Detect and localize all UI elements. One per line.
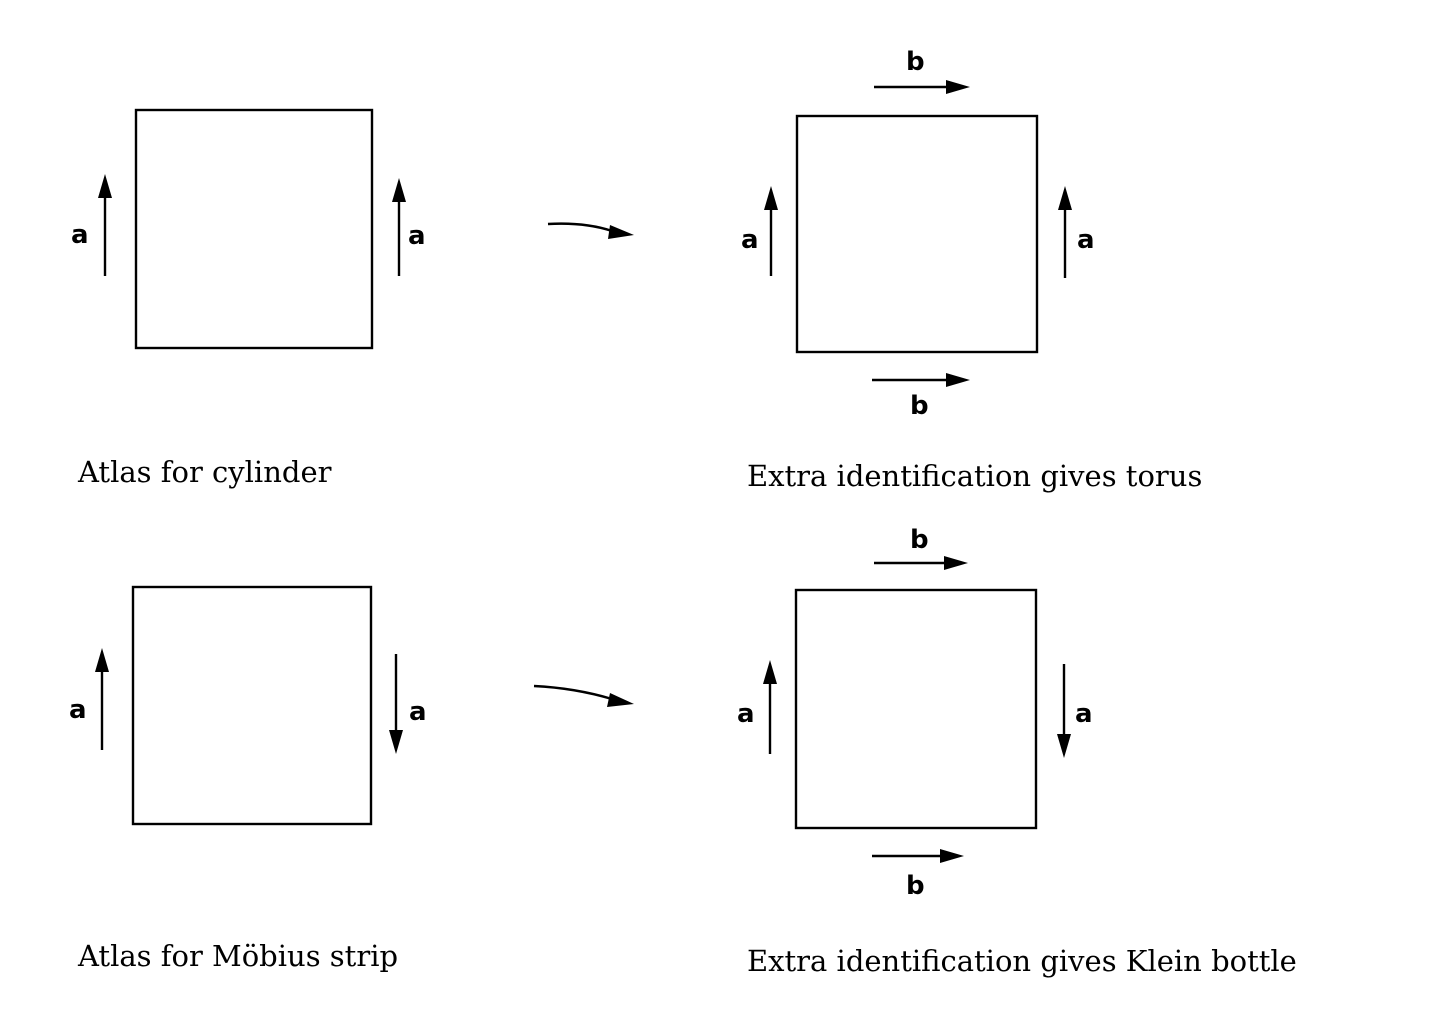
mobius-right-label-a: a — [409, 697, 427, 727]
torus-bottom-arrow-right — [872, 373, 970, 387]
mobius-left-label-a: a — [69, 695, 87, 725]
klein-left-label-a: a — [737, 699, 755, 729]
torus-right-label-a: a — [1077, 225, 1095, 255]
mobius-left-arrow-up — [95, 648, 109, 750]
panel-cylinder: a a Atlas for cylinder — [71, 108, 426, 489]
caption-torus: Extra identification gives torus — [747, 459, 1202, 493]
klein-bottom-arrow-right — [872, 849, 964, 863]
caption-cylinder: Atlas for cylinder — [77, 455, 332, 489]
torus-square — [795, 114, 1039, 354]
cylinder-left-arrow-up — [98, 174, 112, 276]
klein-square — [794, 588, 1038, 830]
klein-left-arrow-up — [763, 660, 777, 754]
torus-left-arrow-up — [764, 186, 778, 276]
panel-mobius: a a Atlas for Möbius strip — [69, 585, 427, 973]
cylinder-square — [134, 108, 374, 350]
torus-bottom-label-b: b — [910, 391, 929, 421]
torus-top-arrow-right — [874, 80, 970, 94]
cylinder-left-label-a: a — [71, 220, 89, 250]
cylinder-right-label-a: a — [408, 221, 426, 251]
torus-left-label-a: a — [741, 225, 759, 255]
torus-top-label-b: b — [906, 47, 925, 77]
transition-arrow-top — [547, 222, 634, 239]
klein-right-arrow-down — [1057, 664, 1071, 758]
klein-bottom-label-b: b — [906, 871, 925, 901]
caption-mobius: Atlas for Möbius strip — [77, 939, 398, 973]
transition-arrow-bottom — [533, 684, 634, 707]
mobius-square — [131, 585, 373, 826]
caption-klein: Extra identification gives Klein bottle — [747, 944, 1297, 978]
panel-klein: b b a a Extra identification gives Klein… — [737, 525, 1297, 978]
klein-top-label-b: b — [910, 525, 929, 555]
klein-top-arrow-right — [874, 556, 968, 570]
panel-torus: b b a a Extra identification gives torus — [741, 47, 1202, 493]
torus-right-arrow-up — [1058, 186, 1072, 278]
mobius-right-arrow-down — [389, 654, 403, 754]
klein-right-label-a: a — [1075, 699, 1093, 729]
cylinder-right-arrow-up — [392, 178, 406, 276]
